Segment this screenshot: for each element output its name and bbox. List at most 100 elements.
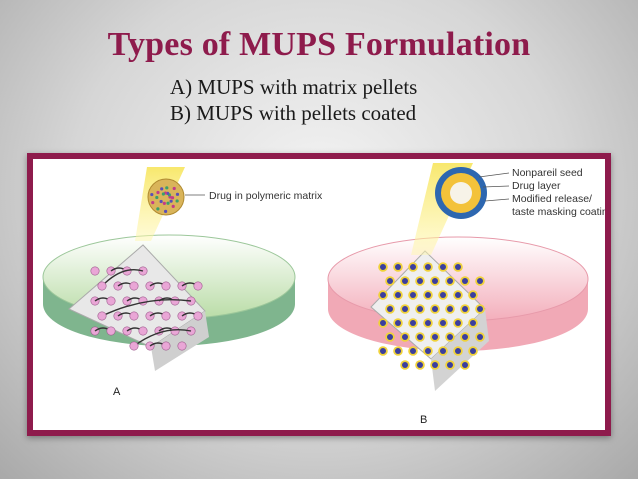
coated-pellet-core <box>380 264 386 270</box>
coated-pellet-core <box>455 292 461 298</box>
panel-a-zoom-pellet <box>147 178 185 216</box>
coated-pellet-core <box>395 320 401 326</box>
coated-pellet-core <box>425 292 431 298</box>
matrix-pellet <box>129 341 139 351</box>
coated-pellet-core <box>410 348 416 354</box>
coated-pellet-core <box>455 264 461 270</box>
coated-pellet-core <box>425 320 431 326</box>
diagram-frame: Drug in polymeric matrix A Nonpareil see… <box>27 153 611 436</box>
drug-dot <box>175 199 179 203</box>
coated-pellet-core <box>432 334 438 340</box>
coated-pellet-core <box>410 292 416 298</box>
callout-taste-masking: taste masking coating <box>512 206 605 218</box>
coated-pellet-core <box>417 306 423 312</box>
coated-pellet-core <box>410 320 416 326</box>
matrix-pellet <box>193 311 203 321</box>
callout-line-seed <box>478 172 510 178</box>
subtitle-coated-pellets: B) MUPS with pellets coated <box>170 101 417 125</box>
matrix-pellet <box>129 281 139 291</box>
coated-pellet-core <box>402 306 408 312</box>
coated-pellet-core <box>417 334 423 340</box>
coated-pellet-core <box>462 334 468 340</box>
panel-b-coated-pellet-zoom <box>435 167 487 219</box>
callout-line-drug <box>482 185 510 188</box>
drug-dot <box>169 199 173 203</box>
coated-pellet-core <box>387 334 393 340</box>
coated-pellet-core <box>477 278 483 284</box>
drug-dot <box>161 192 165 196</box>
matrix-pellet <box>90 266 100 276</box>
coated-pellet-core <box>402 362 408 368</box>
coated-pellet-core <box>447 306 453 312</box>
drug-dot <box>159 199 163 204</box>
coated-pellet-core <box>447 362 453 368</box>
coated-pellet-core <box>395 348 401 354</box>
matrix-pellet <box>138 326 148 336</box>
callout-line-coating <box>484 198 510 202</box>
coated-pellet-core <box>455 348 461 354</box>
coated-pellet-core <box>447 278 453 284</box>
coated-pellet-core <box>470 292 476 298</box>
matrix-pellet <box>161 281 171 291</box>
panel-a-zoom-drug-dots <box>150 186 180 213</box>
drug-dot <box>156 190 160 195</box>
coated-pellet-core <box>470 348 476 354</box>
matrix-pellet <box>129 311 139 321</box>
coated-pellet-core <box>477 334 483 340</box>
drug-dot <box>155 195 159 200</box>
matrix-pellet <box>106 326 116 336</box>
coated-pellet-core <box>462 362 468 368</box>
drug-dot <box>163 209 168 213</box>
panel-b-letter: B <box>420 414 427 426</box>
coated-pellet-core <box>440 292 446 298</box>
drug-dot <box>160 187 164 191</box>
panel-a-callout-label: Drug in polymeric matrix <box>209 190 323 202</box>
coated-pellet-core <box>462 278 468 284</box>
matrix-pellet <box>97 281 107 291</box>
drug-dot <box>165 186 169 190</box>
coated-pellet-core <box>425 264 431 270</box>
panel-a-tablet <box>42 234 296 371</box>
matrix-strand <box>101 268 144 287</box>
drug-dot <box>170 196 175 200</box>
panel-b-tablet <box>327 236 589 391</box>
matrix-pellet <box>106 296 116 306</box>
coated-pellet-core <box>470 320 476 326</box>
coated-pellet-core <box>402 334 408 340</box>
drug-dot <box>156 207 160 211</box>
nonpareil-seed <box>450 182 472 204</box>
panel-a-letter: A <box>113 386 121 398</box>
coated-pellet-core <box>395 292 401 298</box>
coated-pellet-core <box>447 334 453 340</box>
drug-dot <box>151 201 155 205</box>
matrix-strand <box>133 328 192 347</box>
matrix-pellet <box>138 296 148 306</box>
drug-dot <box>175 192 180 196</box>
coated-pellet-core <box>425 348 431 354</box>
drug-dot <box>162 201 166 205</box>
panel-a-wedge-face <box>151 311 209 371</box>
panel-a-matrix-pellets <box>90 266 203 351</box>
drug-dot <box>150 192 154 197</box>
coated-pellet-core <box>462 306 468 312</box>
callout-nonpareil-seed: Nonpareil seed <box>512 167 583 179</box>
slide-title: Types of MUPS Formulation <box>107 26 531 63</box>
coated-pellet-core <box>410 264 416 270</box>
matrix-pellet <box>193 281 203 291</box>
coated-pellet-core <box>432 362 438 368</box>
subtitle-matrix-pellets: A) MUPS with matrix pellets <box>170 75 418 99</box>
drug-dot <box>166 201 170 205</box>
coated-pellet-core <box>380 348 386 354</box>
matrix-pellet <box>161 341 171 351</box>
coated-pellet-core <box>395 264 401 270</box>
coated-pellet-core <box>402 278 408 284</box>
coated-pellet-core <box>432 306 438 312</box>
drug-dot <box>172 186 176 191</box>
coated-pellet-core <box>455 320 461 326</box>
coated-pellet-core <box>440 264 446 270</box>
coated-pellet-core <box>387 278 393 284</box>
coated-pellet-core <box>440 348 446 354</box>
coated-pellet-core <box>440 320 446 326</box>
callout-modified-release: Modified release/ <box>512 193 592 205</box>
mups-diagram: Drug in polymeric matrix A Nonpareil see… <box>42 163 605 426</box>
